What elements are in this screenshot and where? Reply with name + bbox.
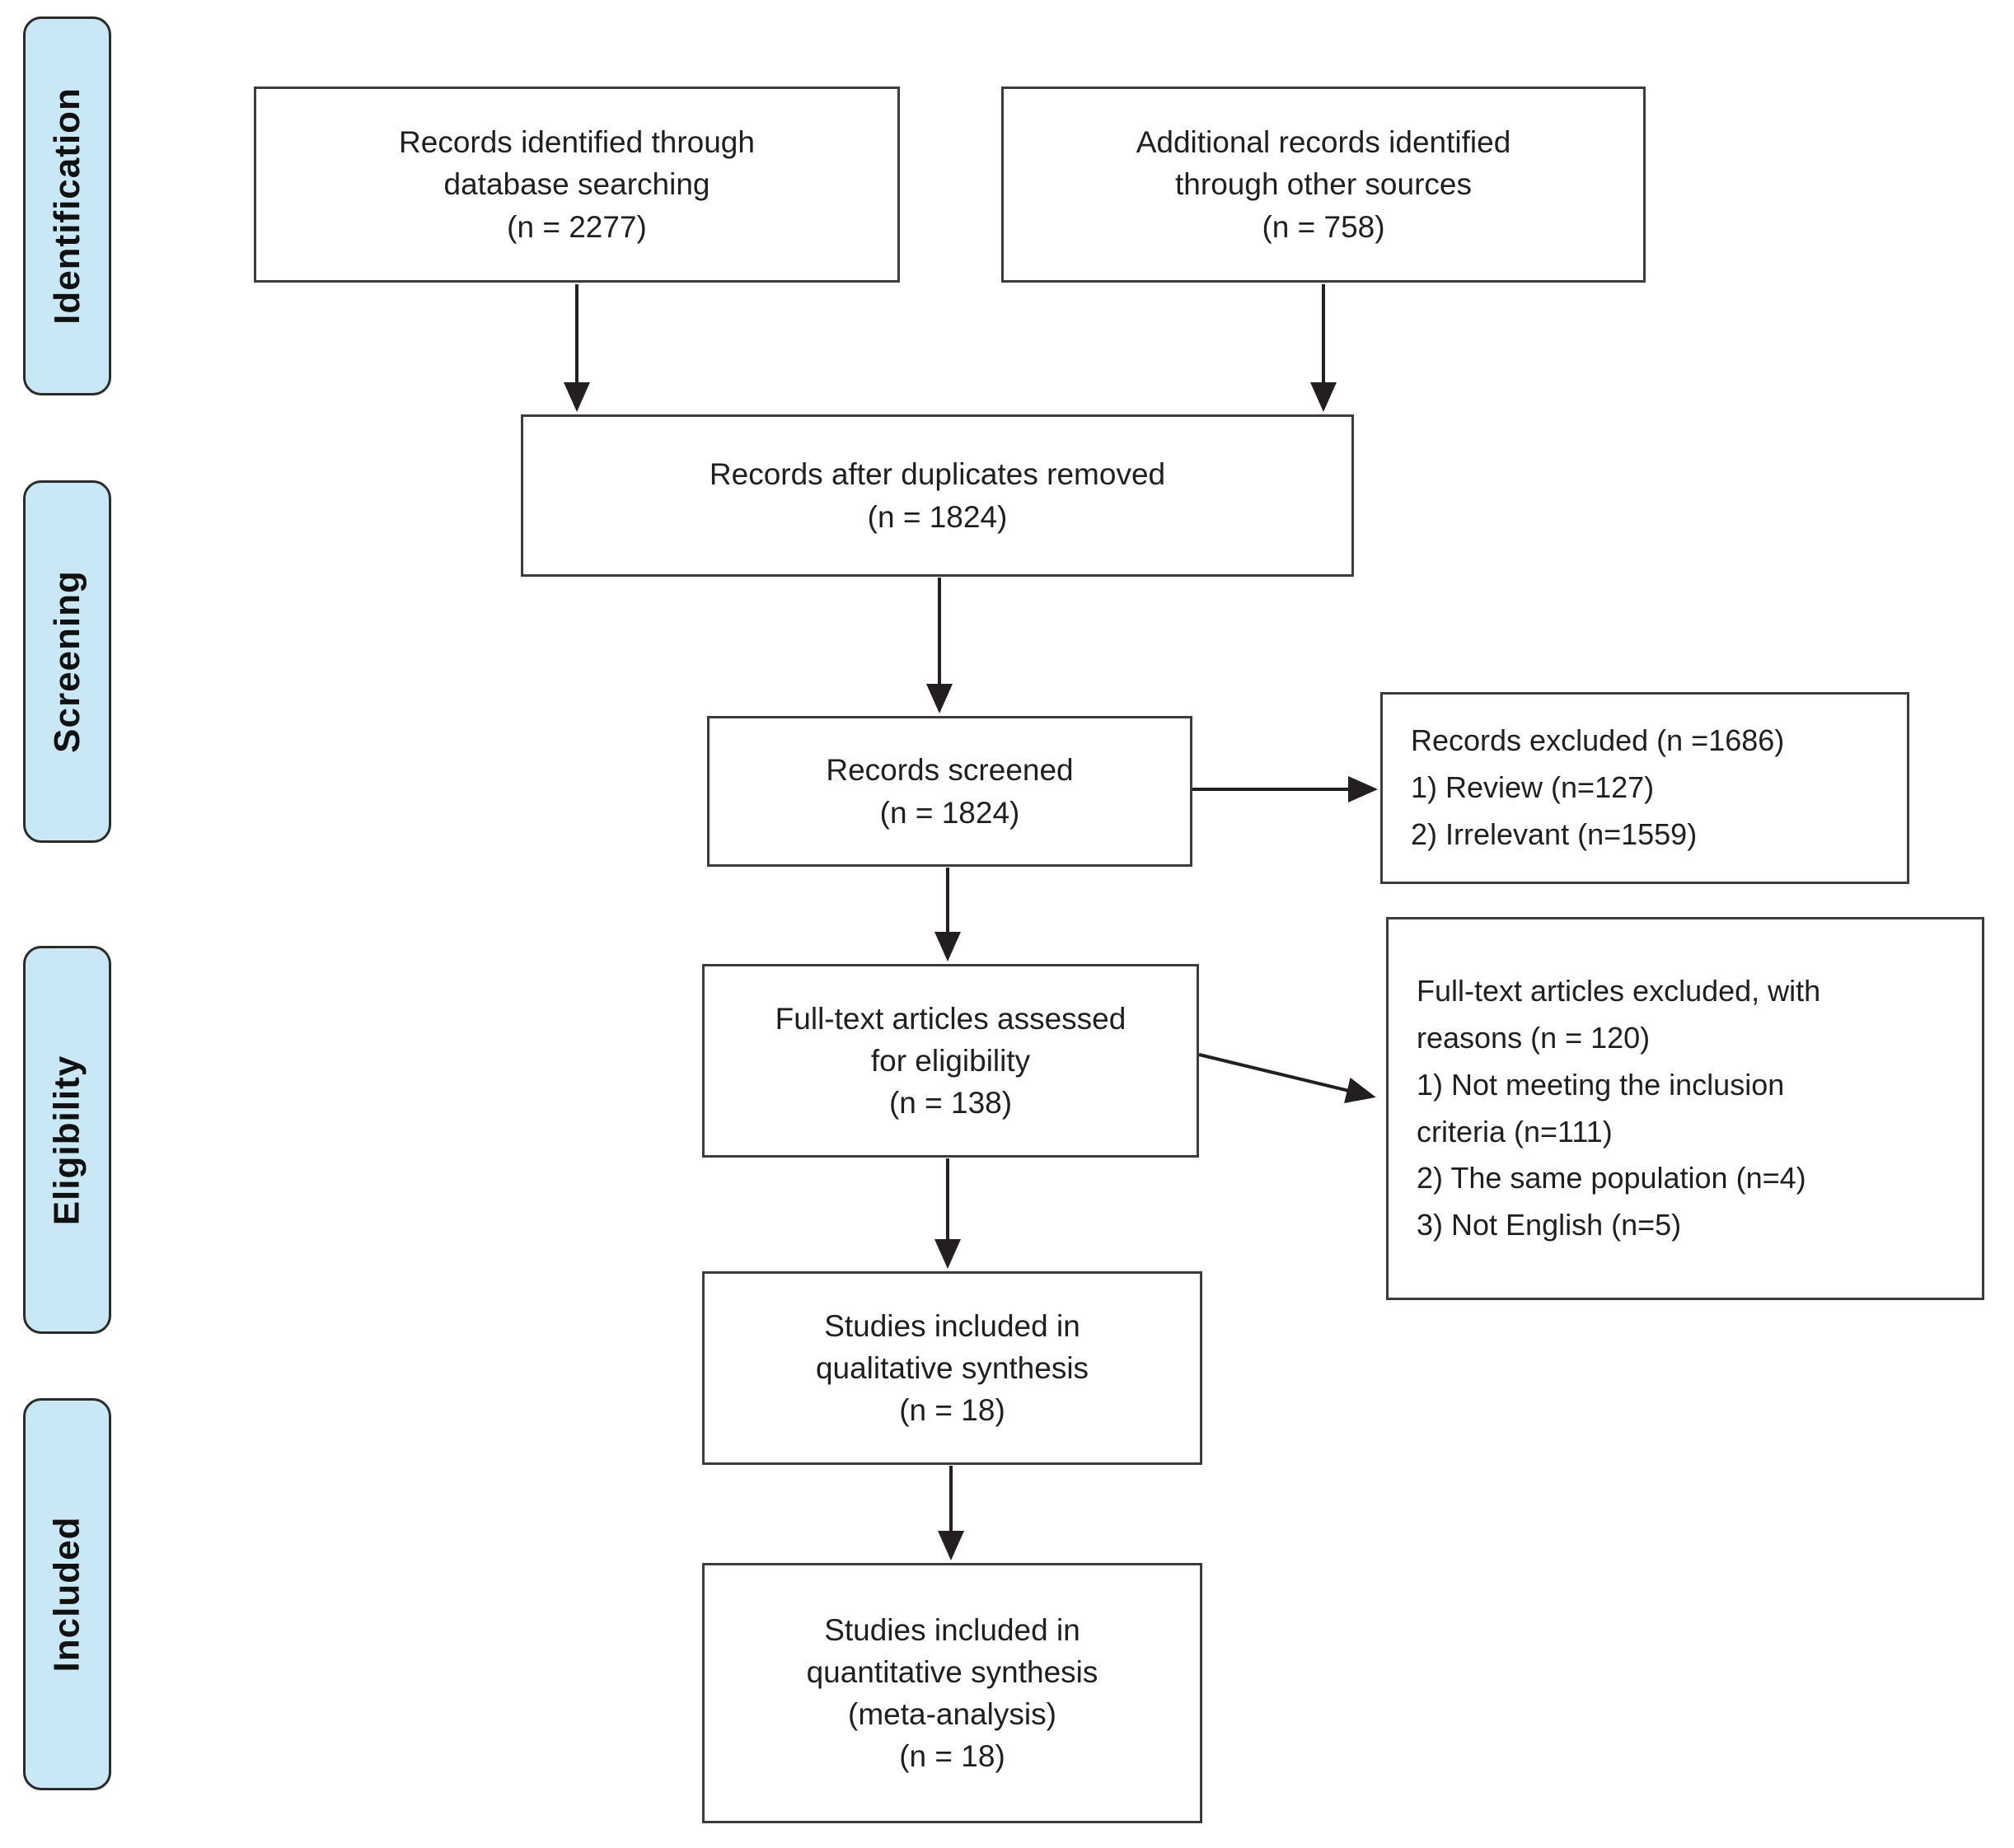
box-records-screened-text: Records screened (n = 1824) <box>826 753 1074 830</box>
box-quantitative-synthesis-text: Studies included in quantitative synthes… <box>806 1612 1098 1774</box>
stage-included-label: Included <box>46 1516 87 1673</box>
stage-screening: Screening <box>23 480 111 843</box>
stage-eligibility-label: Eligibility <box>46 1055 87 1225</box>
stage-identification-label: Identification <box>46 87 87 325</box>
box-records-screened: Records screened (n = 1824) <box>707 716 1192 867</box>
box-qualitative-synthesis: Studies included in qualitative synthesi… <box>702 1271 1202 1465</box>
box-duplicates-removed-text: Records after duplicates removed (n = 18… <box>709 457 1166 534</box>
box-qualitative-synthesis-text: Studies included in qualitative synthesi… <box>815 1308 1089 1428</box>
box-fulltext-assessed: Full-text articles assessed for eligibil… <box>702 964 1199 1158</box>
box-records-identified: Records identified through database sear… <box>254 87 900 283</box>
box-additional-records-text: Additional records identified through ot… <box>1136 125 1511 244</box>
box-records-excluded: Records excluded (n =1686) 1) Review (n=… <box>1380 692 1909 884</box>
box-duplicates-removed: Records after duplicates removed (n = 18… <box>521 414 1354 577</box>
box-fulltext-excluded: Full-text articles excluded, with reason… <box>1386 917 1984 1300</box>
stage-screening-label: Screening <box>46 570 87 753</box>
stage-included: Included <box>23 1398 111 1790</box>
box-records-excluded-text: Records excluded (n =1686) 1) Review (n=… <box>1411 723 1785 851</box>
box-quantitative-synthesis: Studies included in quantitative synthes… <box>702 1563 1202 1823</box>
stage-identification: Identification <box>23 16 111 395</box>
box-fulltext-assessed-text: Full-text articles assessed for eligibil… <box>775 1001 1126 1120</box>
box-additional-records: Additional records identified through ot… <box>1001 87 1646 283</box>
stage-eligibility: Eligibility <box>23 946 111 1334</box>
box-fulltext-excluded-text: Full-text articles excluded, with reason… <box>1417 973 1821 1242</box>
arrow-assessed-to-excluded <box>1198 1053 1376 1103</box>
box-records-identified-text: Records identified through database sear… <box>399 125 755 244</box>
